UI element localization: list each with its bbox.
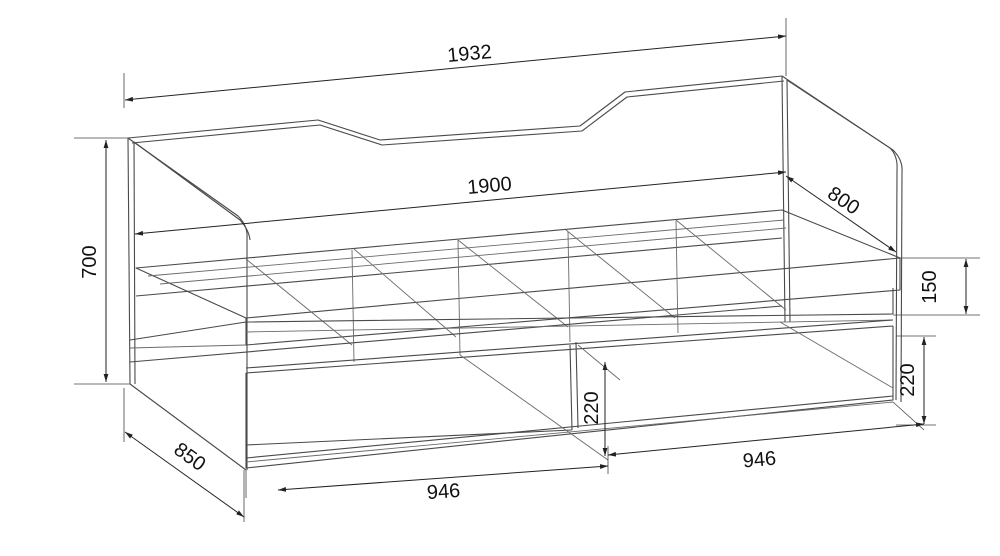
dim-label-1900: 1900 xyxy=(466,173,512,199)
dim-label-946-left: 946 xyxy=(426,480,461,504)
dimension-lines xyxy=(74,18,980,522)
dim-label-150: 150 xyxy=(919,270,941,303)
dim-label-800: 800 xyxy=(823,183,863,220)
dim-label-1932: 1932 xyxy=(446,41,492,67)
dim-label-700: 700 xyxy=(79,245,101,278)
dim-label-946-right: 946 xyxy=(742,448,777,473)
dim-label-850: 850 xyxy=(170,438,210,475)
dim-label-220-center: 220 xyxy=(581,391,603,424)
bed-frame xyxy=(127,75,903,471)
dim-label-220-right: 220 xyxy=(897,363,919,396)
